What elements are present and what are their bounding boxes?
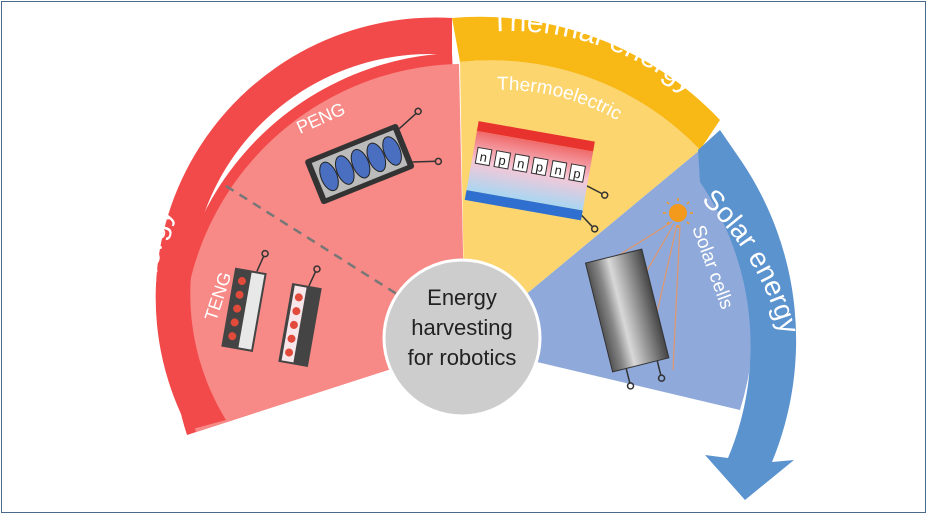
center-line-2: harvesting: [411, 315, 513, 340]
center-line-3: for robotics: [408, 345, 517, 370]
te-leg-1: n: [479, 149, 489, 165]
solar-cell-panel-icon: [584, 248, 670, 390]
teng-device-2-icon: [278, 265, 322, 367]
solar-arrow-band: [698, 130, 797, 500]
kinetic-arc-band: [155, 17, 452, 430]
te-leg-5: n: [553, 162, 563, 178]
te-leg-3: n: [516, 156, 526, 172]
thermoelectric-device-icon: n p n p n p: [464, 121, 609, 233]
te-leg-6: p: [572, 166, 582, 182]
teng-device-icon: [221, 249, 269, 352]
te-leg-2: p: [497, 152, 507, 168]
te-leg-4: p: [535, 159, 545, 175]
center-hub: [382, 258, 542, 418]
kinetic-divider: [225, 184, 401, 298]
thermal-outer-band: [452, 16, 720, 150]
center-line-1: Energy: [427, 285, 497, 310]
peng-device-icon: [305, 107, 443, 205]
